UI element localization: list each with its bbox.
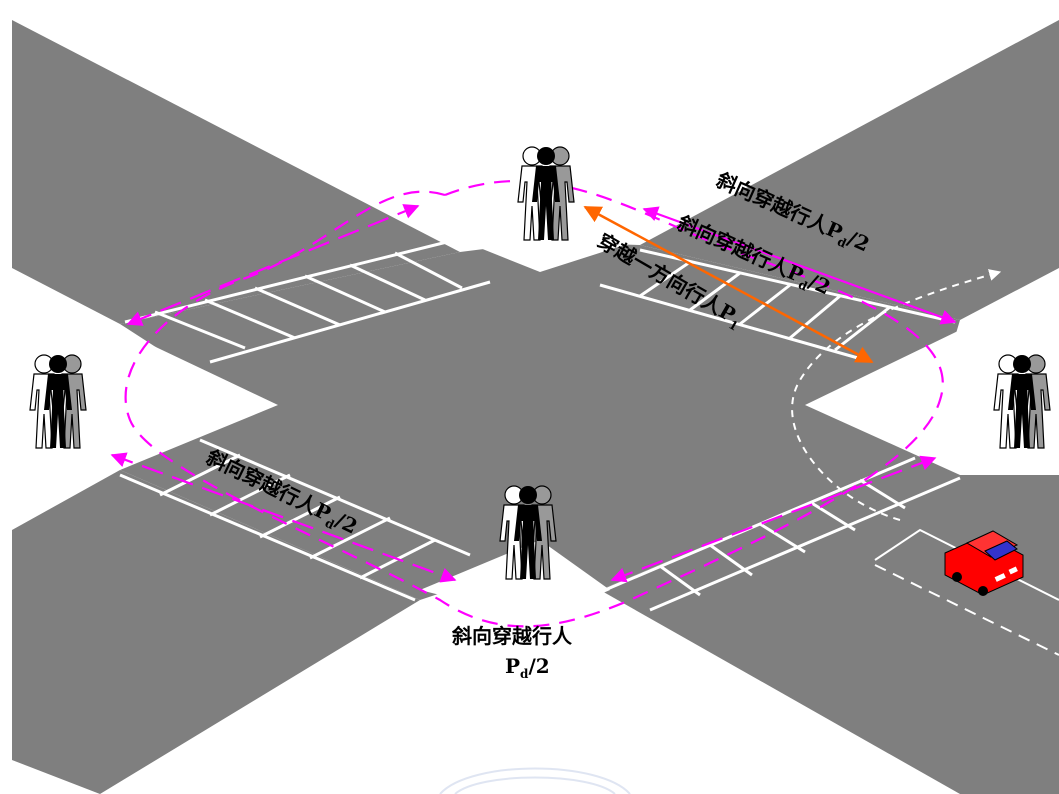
label-bottom-center-line1: 斜向穿越行人: [451, 624, 573, 648]
path-top-left-arrow: [126, 204, 420, 326]
path-bottom-left-arrow: [110, 452, 457, 583]
one-way-crossing-path: [583, 205, 874, 364]
lane-center-dashed: [874, 564, 1059, 656]
university-seal-watermark: [439, 767, 631, 794]
path-bottom-right-arrow: [610, 455, 937, 583]
label-bottom-center-line2: Pd/2: [505, 654, 550, 681]
sidewalk-right: [805, 330, 1059, 475]
sidewalk-bottom: [420, 540, 610, 620]
car-icon: [944, 530, 1024, 596]
road-bottom-right-arm: [600, 455, 1059, 794]
